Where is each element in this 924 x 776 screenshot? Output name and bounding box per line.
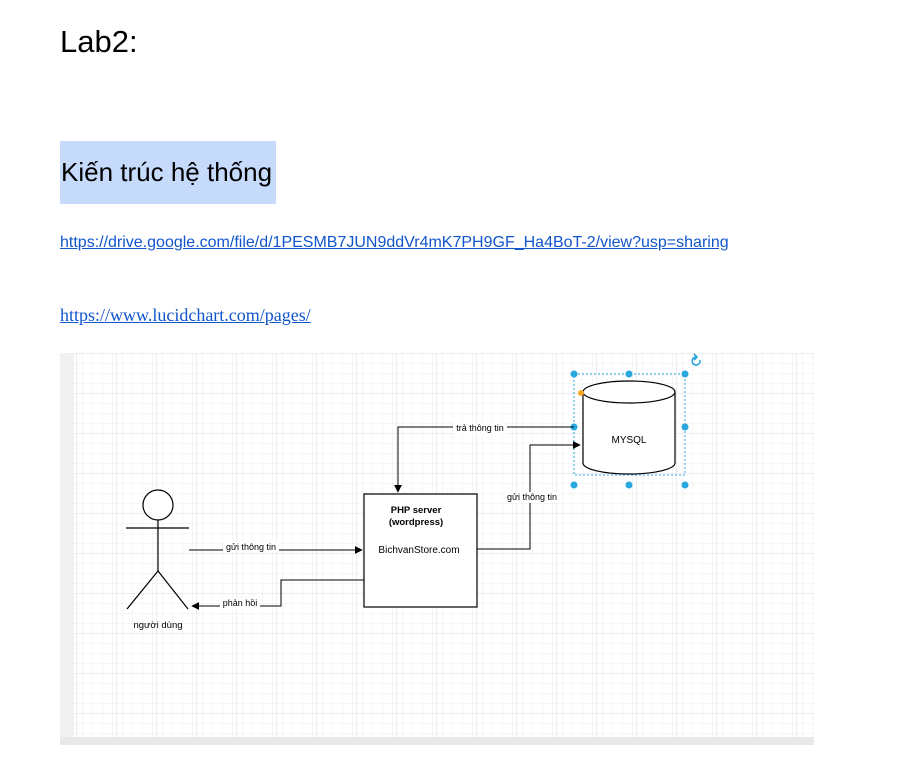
architecture-diagram: người dùng PHP server (wordpress) Bichva…: [60, 353, 814, 745]
google-drive-link[interactable]: https://drive.google.com/file/d/1PESMB7J…: [60, 234, 729, 251]
edge-user-to-server-label: gửi thông tin: [226, 542, 276, 552]
server-title-line2: (wordpress): [389, 517, 443, 528]
mysql-database[interactable]: [582, 380, 676, 475]
user-actor[interactable]: [126, 489, 189, 610]
connection-point[interactable]: [578, 390, 584, 396]
page-title: Lab2:: [60, 24, 138, 59]
selection-handles[interactable]: [570, 370, 689, 489]
rotate-handle-icon[interactable]: [691, 353, 701, 366]
db-label: MYSQL: [611, 435, 646, 446]
actor-label: người dùng: [133, 620, 182, 631]
section-heading: Kiến trúc hệ thống: [60, 141, 276, 204]
edge-db-to-server[interactable]: [394, 426, 574, 493]
edge-server-to-user-label: phản hồi: [223, 598, 258, 608]
lucidchart-link[interactable]: https://www.lucidchart.com/pages/: [60, 305, 311, 325]
edge-server-to-db-label: gửi thông tin: [507, 492, 557, 502]
edge-db-to-server-label: trả thông tin: [456, 423, 504, 433]
server-title-line1: PHP server: [391, 505, 442, 516]
server-site-label: BichvanStore.com: [378, 545, 459, 556]
php-server-box[interactable]: [363, 493, 478, 608]
